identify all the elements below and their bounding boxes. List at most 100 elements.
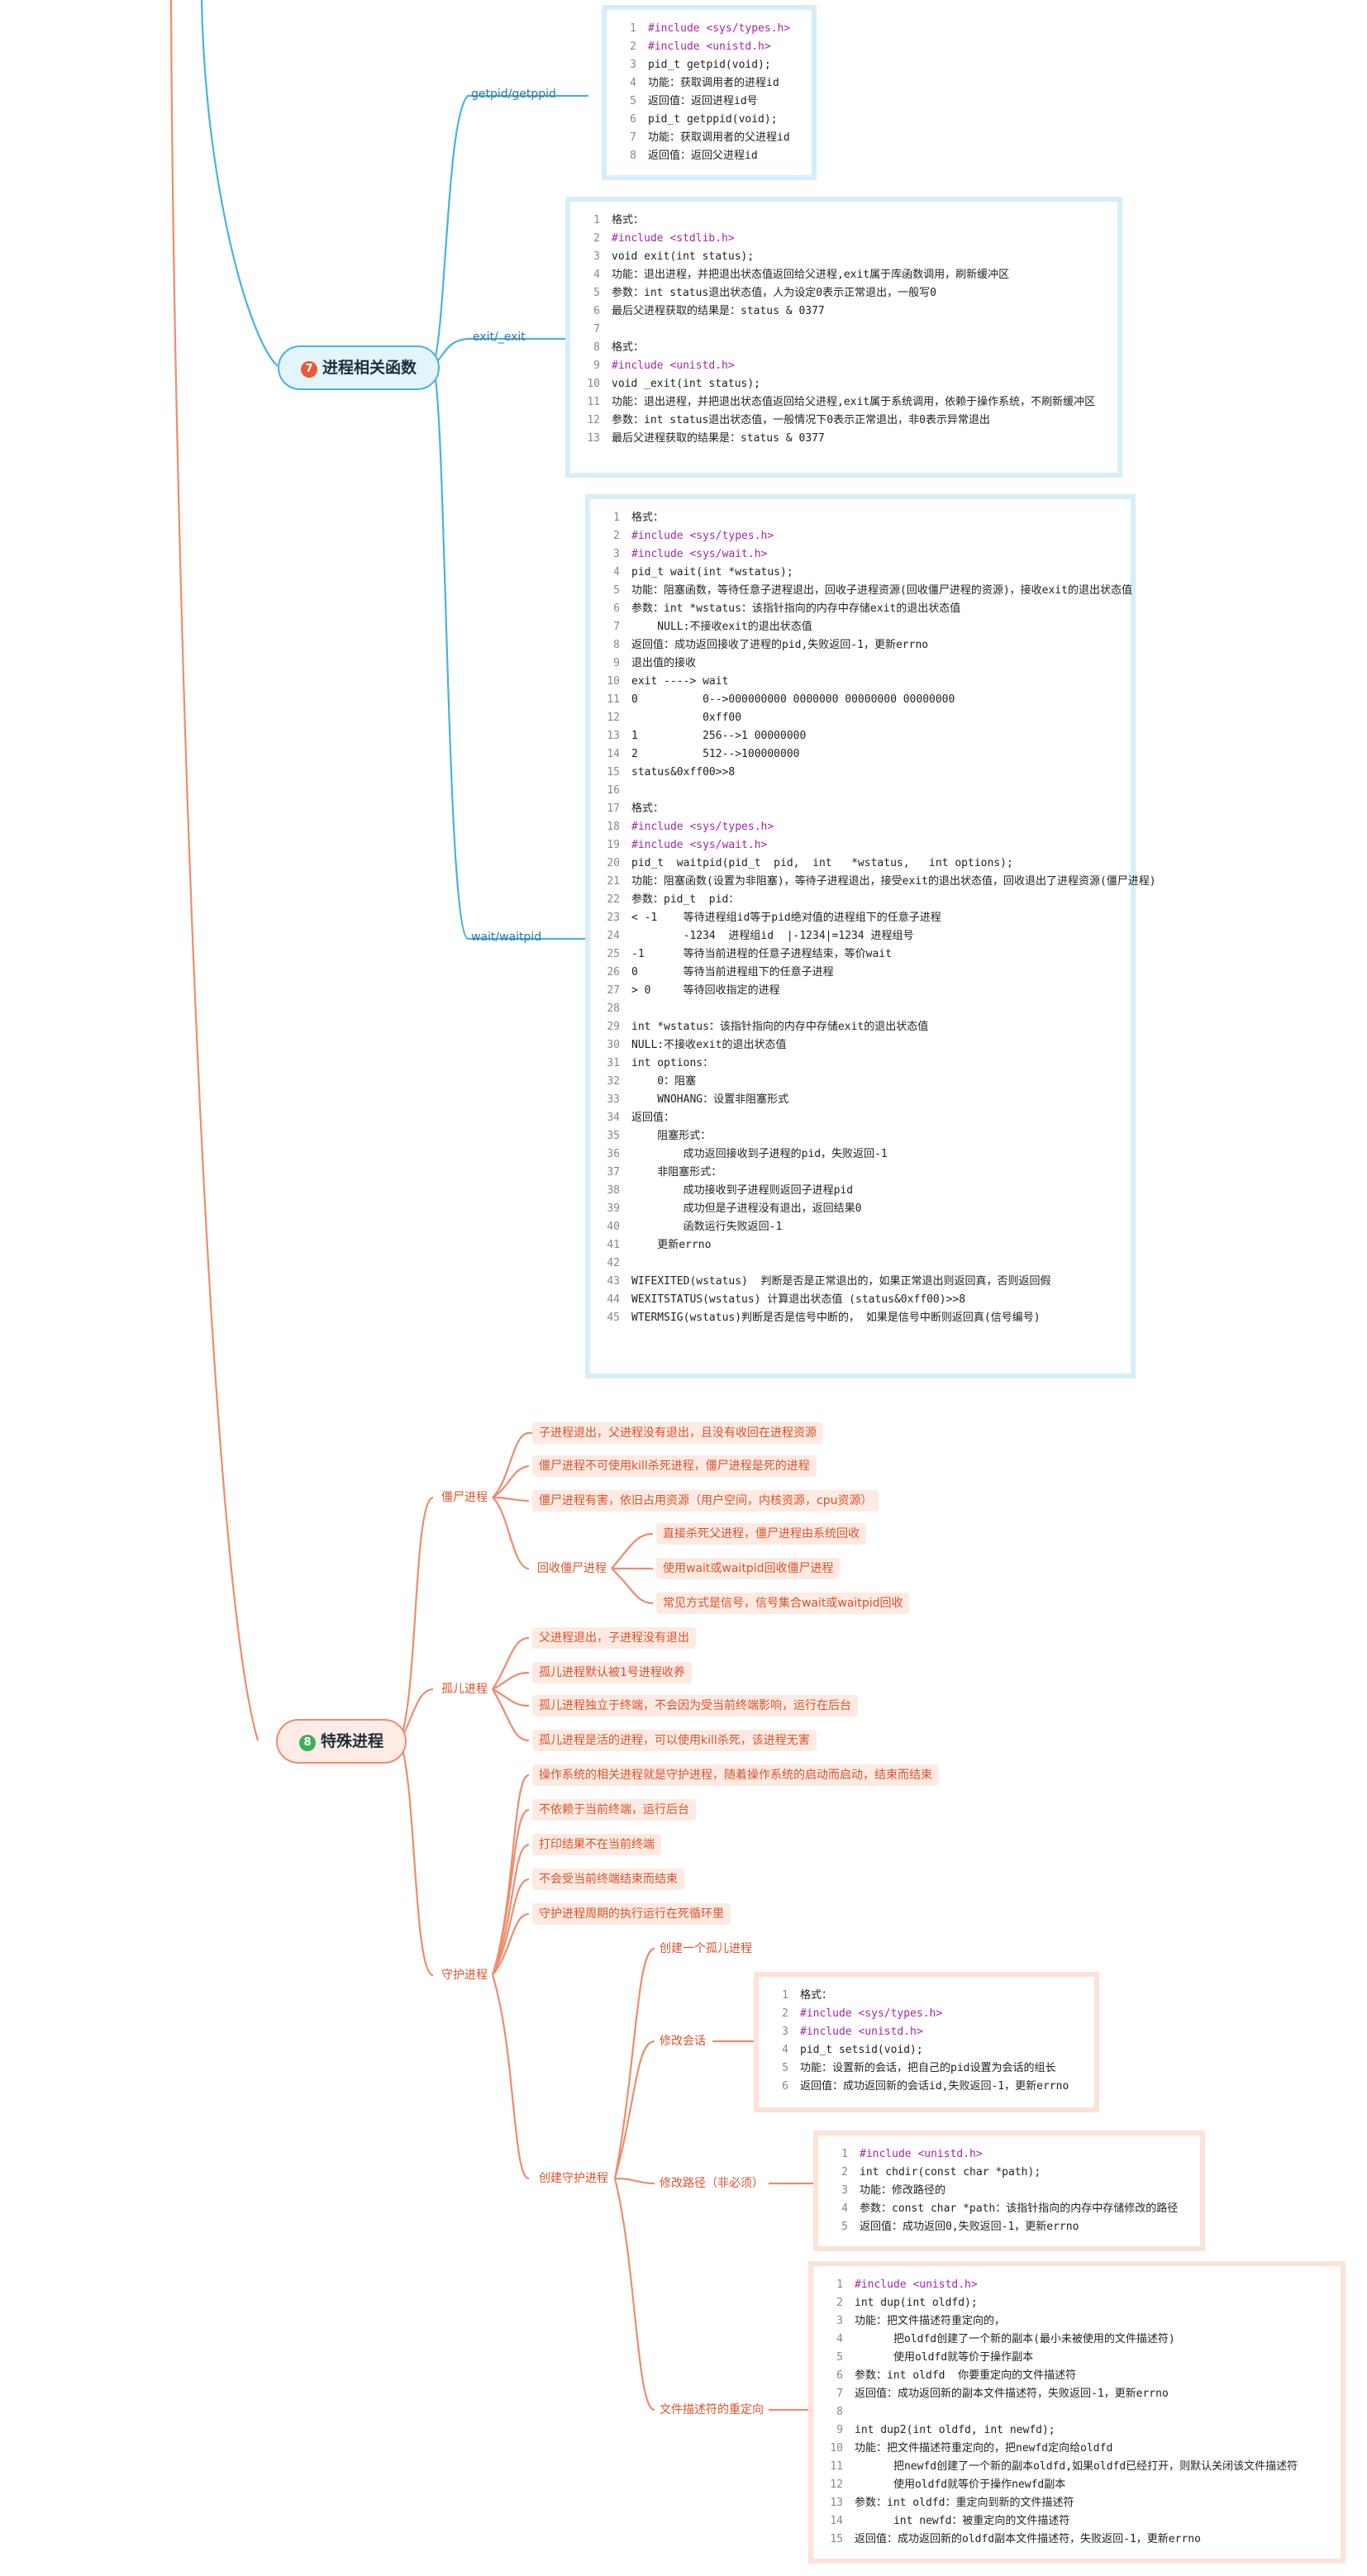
reap-item[interactable]: 常见方式是信号，信号集合wait或waitpid回收 — [656, 1593, 910, 1614]
zombie-item[interactable]: 僵尸进程有害，依旧占用资源（用户空间，内核资源，cpu资源） — [532, 1490, 879, 1512]
node-daemon[interactable]: 守护进程 — [441, 1969, 488, 1982]
code-line: 3#include <unistd.h> — [767, 2023, 1083, 2041]
code-text: WTERMSIG(wstatus)判断是否是信号中断的， 如果是信号中断则返回真… — [631, 1312, 1041, 1324]
node-setsid[interactable]: 修改会话 — [660, 2035, 706, 2048]
code-text: #include <stdlib.h> — [612, 232, 735, 245]
daemon-item[interactable]: 操作系统的相关进程就是守护进程，随着操作系统的启动而启动，结束而结束 — [532, 1764, 939, 1786]
line-number: 5 — [613, 584, 620, 597]
daemon-item[interactable]: 守护进程周期的执行运行在死循环里 — [532, 1903, 731, 1925]
orphan-item[interactable]: 孤儿进程是活的进程，可以使用kill杀死，该进程无害 — [532, 1730, 817, 1751]
zombie-item[interactable]: 僵尸进程不可使用kill杀死进程，僵尸进程是死的进程 — [532, 1455, 817, 1477]
node-reap-zombie[interactable]: 回收僵尸进程 — [537, 1562, 607, 1575]
daemon-item[interactable]: 不会受当前终端结束而结束 — [532, 1869, 684, 1890]
code-text: int newfd：被重定向的文件描述符 — [855, 2515, 1070, 2527]
line-number: 2 — [630, 40, 636, 53]
code-line: 2#include <sys/types.h> — [598, 527, 1119, 545]
daemon-item[interactable]: 不依赖于当前终端，运行后台 — [532, 1799, 696, 1821]
code-text: 参数：pid_t pid： — [631, 893, 740, 906]
code-text: NULL:不接收exit的退出状态值 — [631, 1039, 787, 1051]
code-text: pid_t waitpid(pid_t pid, int *wstatus, i… — [631, 857, 1013, 869]
code-text: #include <sys/wait.h> — [631, 839, 768, 851]
code-text: void exit(int status); — [612, 250, 755, 263]
line-number: 37 — [607, 1166, 620, 1178]
code-line: 27 > 0 等待回收指定的进程 — [598, 982, 1119, 1000]
code-text: pid_t getppid(void); — [648, 113, 778, 126]
line-number: 27 — [607, 984, 620, 997]
node-create-orphan[interactable]: 创建一个孤儿进程 — [660, 1942, 752, 1955]
line-number: 44 — [607, 1293, 620, 1306]
node-orphan[interactable]: 孤儿进程 — [441, 1683, 488, 1696]
line-number: 4 — [841, 2202, 848, 2215]
code-line: 2#include <sys/types.h> — [767, 2005, 1083, 2023]
code-text: > 0 等待回收指定的进程 — [631, 984, 780, 997]
code-text: 返回值：返回进程id号 — [648, 95, 758, 107]
code-text: 参数：int status退出状态值，一般情况下0表示正常退出，非0表示异常退出 — [612, 414, 990, 426]
code-line: 19#include <sys/wait.h> — [598, 836, 1119, 855]
line-number: 38 — [607, 1184, 620, 1197]
code-text: #include <sys/types.h> — [648, 22, 791, 35]
code-text: #include <sys/types.h> — [631, 530, 774, 542]
orphan-item[interactable]: 孤儿进程默认被1号进程收养 — [532, 1662, 692, 1683]
code-text: 格式： — [631, 802, 664, 815]
code-text: 成功但是子进程没有退出，返回结果0 — [631, 1202, 862, 1215]
code-line: 42 — [598, 1255, 1119, 1273]
code-text: void _exit(int status); — [612, 378, 761, 390]
line-number: 17 — [607, 802, 620, 815]
line-number: 5 — [841, 2221, 848, 2233]
line-number: 45 — [607, 1312, 620, 1324]
line-number: 16 — [607, 784, 620, 797]
code-text: 非阻塞形式： — [631, 1166, 722, 1178]
code-line: 33 WNOHANG：设置非阻塞形式 — [598, 1091, 1119, 1109]
reap-item[interactable]: 使用wait或waitpid回收僵尸进程 — [656, 1558, 841, 1579]
zombie-item[interactable]: 子进程退出，父进程没有退出，且没有收回在进程资源 — [532, 1422, 823, 1444]
node-dup[interactable]: 文件描述符的重定向 — [660, 2403, 764, 2416]
node-exit[interactable]: exit/_exit — [473, 331, 526, 344]
line-number: 8 — [613, 639, 620, 651]
orphan-item[interactable]: 父进程退出，子进程没有退出 — [532, 1627, 696, 1649]
line-number: 4 — [593, 269, 600, 281]
line-number: 28 — [607, 1002, 620, 1015]
line-number: 1 — [613, 512, 620, 524]
code-line: 35 阻塞形式： — [598, 1127, 1119, 1145]
code-text: 参数：int status退出状态值，人为设定0表示正常退出，一般写0 — [612, 287, 936, 299]
node-chdir[interactable]: 修改路径（非必须） — [660, 2177, 764, 2190]
code-text: WEXITSTATUS(wstatus) 计算退出状态值 (status&0xf… — [631, 1293, 966, 1306]
line-number: 35 — [607, 1130, 620, 1142]
node-zombie[interactable]: 僵尸进程 — [441, 1491, 488, 1504]
orphan-item[interactable]: 孤儿进程独立于终端，不会因为受当前终端影响，运行在后台 — [532, 1695, 858, 1717]
node-getpid[interactable]: getpid/getppid — [471, 88, 556, 101]
line-number: 2 — [836, 2297, 843, 2309]
daemon-item[interactable]: 打印结果不在当前终端 — [532, 1834, 661, 1855]
code-text: 返回值：成功返回新的会话id,失败返回-1，更新errno — [800, 2080, 1069, 2093]
code-text: 返回值：成功返回新的oldfd副本文件描述符，失败返回-1，更新errno — [855, 2533, 1201, 2545]
reap-item[interactable]: 直接杀死父进程，僵尸进程由系统回收 — [656, 1523, 866, 1545]
line-number: 2 — [841, 2166, 848, 2178]
line-number: 8 — [593, 341, 600, 354]
node-wait[interactable]: wait/waitpid — [471, 931, 542, 944]
node-create-daemon[interactable]: 创建守护进程 — [539, 2172, 608, 2185]
code-line: 23< -1 等待进程组id等于pid绝对值的进程组下的任意子进程 — [598, 909, 1119, 927]
code-text: pid_t getpid(void); — [648, 59, 771, 71]
code-line: 28 — [598, 1000, 1119, 1018]
